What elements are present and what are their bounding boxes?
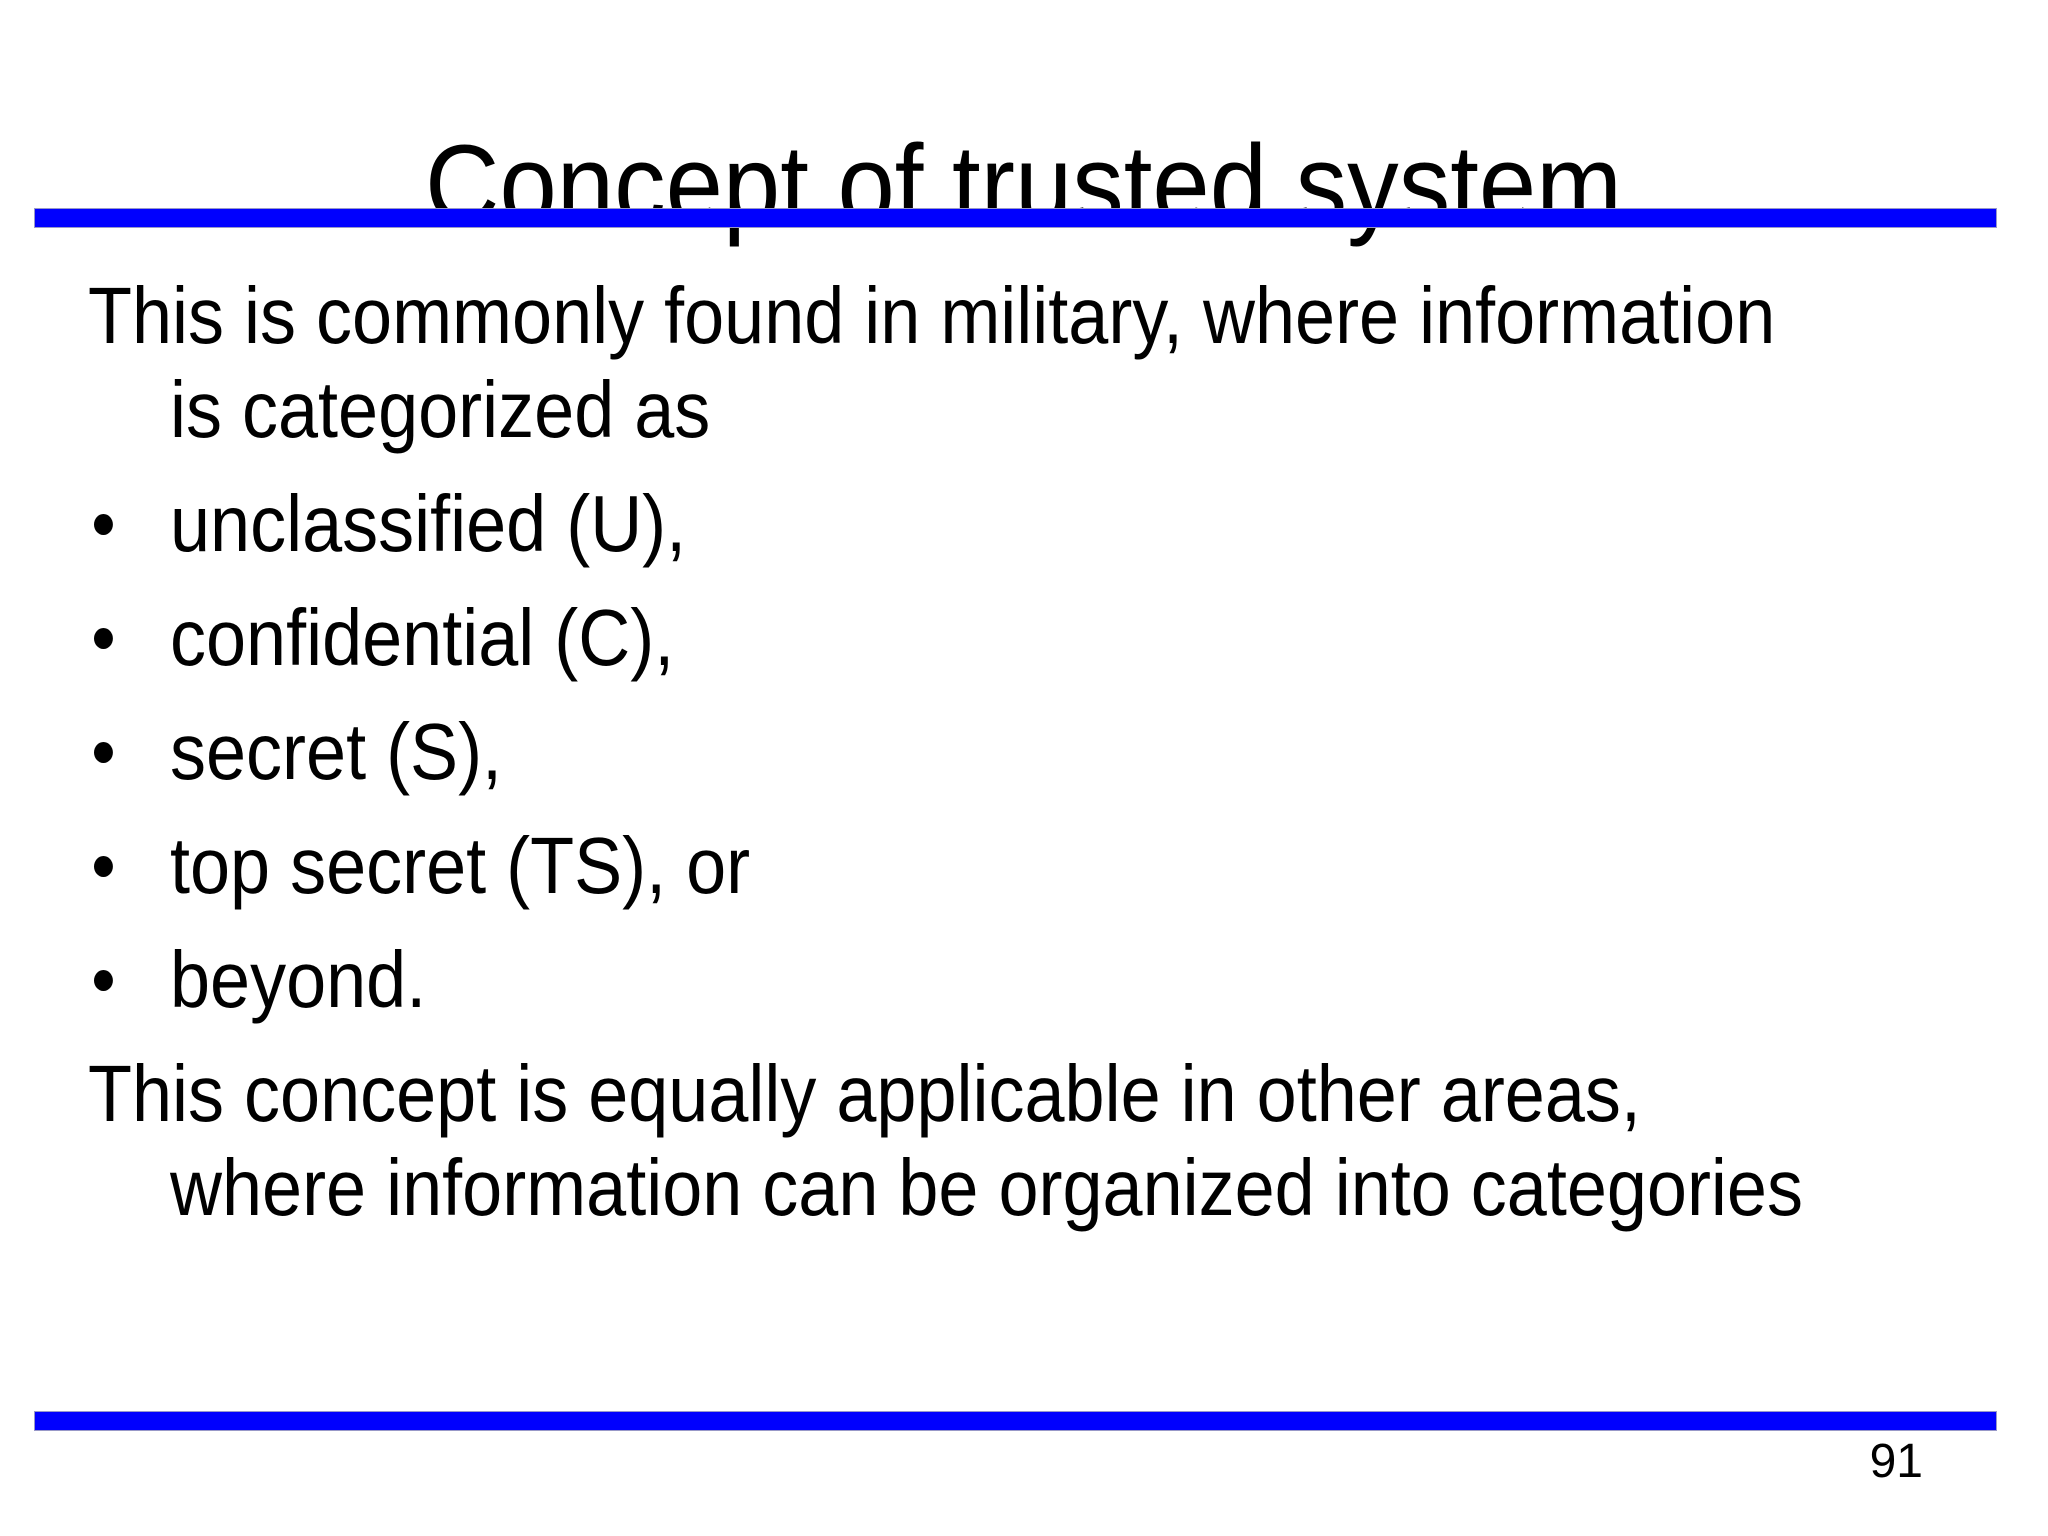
bullet-icon xyxy=(94,970,113,991)
slide-body: This is commonly found in military, wher… xyxy=(0,269,2048,1235)
bullet-icon xyxy=(94,628,113,649)
bullet-icon xyxy=(94,514,113,535)
intro-line-2: is categorized as xyxy=(170,365,711,454)
page-number: 91 xyxy=(1869,1435,1923,1488)
closing-line-1: This concept is equally applicable in ot… xyxy=(88,1049,1641,1138)
list-item: top secret (TS), or xyxy=(0,819,2048,913)
closing-line-2: where information can be organized into … xyxy=(170,1143,1803,1232)
list-item: confidential (C), xyxy=(0,591,2048,685)
list-item: unclassified (U), xyxy=(0,477,2048,571)
bullet-icon xyxy=(94,742,113,763)
intro-line-1: This is commonly found in military, wher… xyxy=(88,271,1776,360)
title-divider-rule xyxy=(34,208,1997,228)
slide-title: Concept of trusted system xyxy=(0,115,2048,255)
paragraph-gap xyxy=(0,457,2048,477)
list-item: beyond. xyxy=(0,933,2048,1027)
classification-bullet-list: unclassified (U), confidential (C), secr… xyxy=(0,477,2048,1027)
bullet-icon xyxy=(94,856,113,877)
list-item: secret (S), xyxy=(0,705,2048,799)
slide-title-text: Concept of trusted system xyxy=(425,122,1623,248)
footer-divider-rule xyxy=(34,1411,1997,1431)
